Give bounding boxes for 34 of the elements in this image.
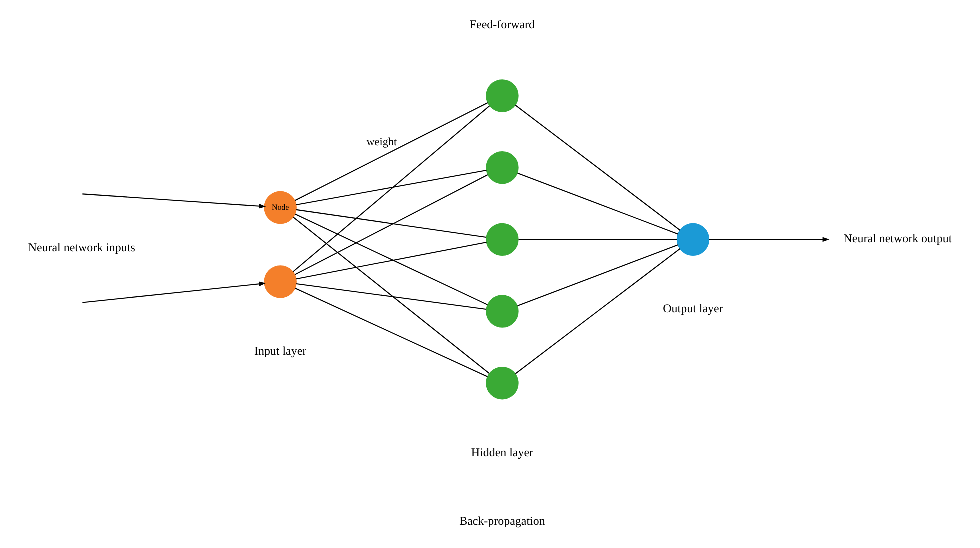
arrow [82, 194, 266, 209]
node-circle [486, 223, 518, 256]
connector [294, 288, 488, 378]
node-circle [264, 266, 296, 298]
connector [514, 248, 680, 374]
arrow [82, 282, 266, 304]
connector [294, 102, 488, 202]
connector [292, 217, 490, 374]
node-circle: Node [264, 191, 296, 224]
connector [294, 214, 488, 306]
node-circle [676, 223, 710, 256]
connector [294, 174, 488, 276]
node-circle [486, 80, 518, 112]
node-circle [486, 295, 518, 328]
label: Neural network inputs [28, 240, 135, 254]
connector [517, 244, 678, 306]
node-circle [486, 151, 518, 184]
label: Output layer [662, 302, 723, 316]
connector [517, 172, 678, 235]
connector [296, 170, 486, 206]
label: Hidden layer [470, 445, 534, 460]
connector [514, 105, 680, 231]
connector [292, 106, 490, 272]
label: Input layer [254, 344, 306, 358]
connector [518, 239, 677, 240]
node-text: Neural network output [843, 231, 952, 246]
label: Feed-forward [469, 18, 535, 32]
connector [296, 242, 486, 280]
connector [296, 284, 486, 310]
node-circle [486, 366, 518, 400]
arrow [708, 237, 830, 242]
edge-label: weight [366, 136, 397, 149]
connector [296, 209, 486, 238]
label: Back-propagation [459, 514, 545, 528]
